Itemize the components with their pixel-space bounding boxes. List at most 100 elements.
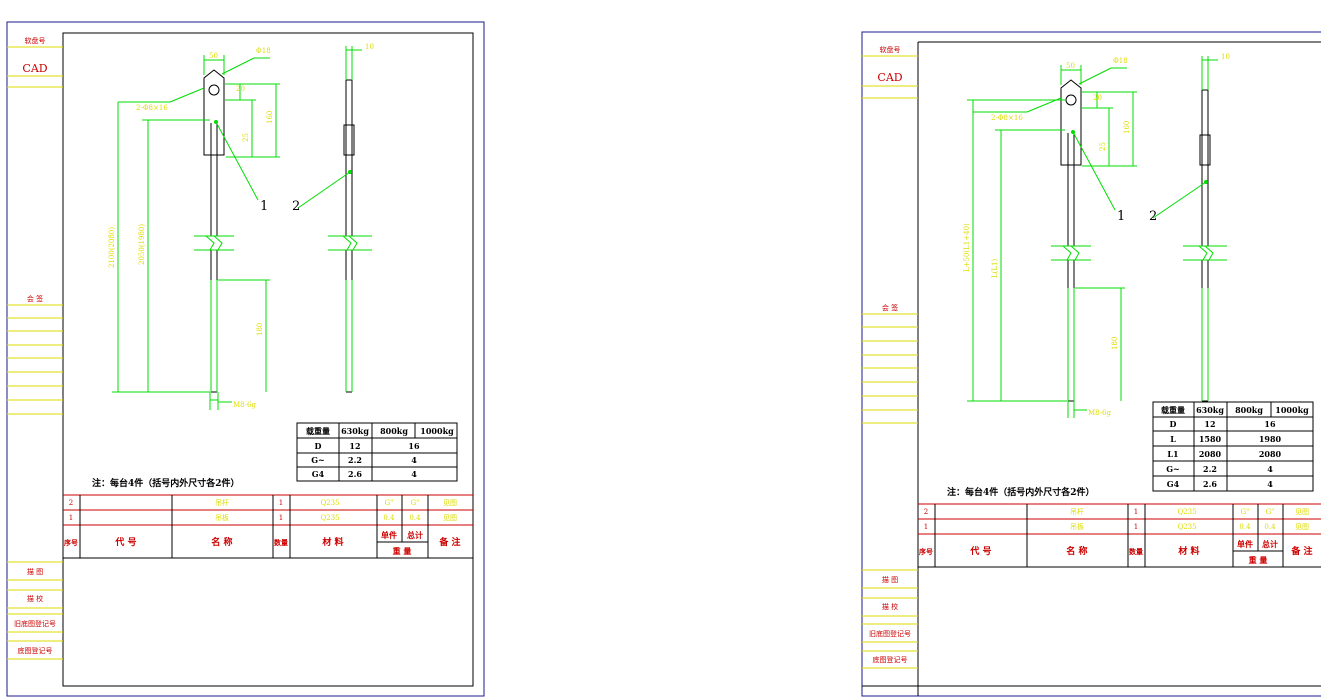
spec-cell: L [1170, 434, 1176, 444]
spec-cell: 4 [1267, 464, 1273, 474]
header-qty: 数量 [274, 538, 288, 547]
dim-20: 20 [236, 85, 245, 93]
part-2-rod [1199, 89, 1211, 402]
callout-1: 1 [260, 199, 268, 214]
spec-cell: 4 [1267, 479, 1273, 489]
callout-2: 2 [1149, 209, 1157, 224]
spec-header-630: 630kg [1196, 405, 1224, 415]
spec-cell: G4 [1167, 479, 1180, 489]
part-row-2-qty: 1 [279, 499, 283, 507]
drawing-sheet-right: 软盘号 CAD 会 签 描 图 描 校 旧底图登记号 底图登记号 [855, 0, 1321, 700]
part-row-2-name: 吊杆 [215, 498, 229, 507]
cad-label: CAD [877, 71, 902, 84]
header-material: 材 料 [1177, 545, 1199, 557]
part-row-2-unit: G" [1241, 508, 1250, 516]
spec-header-load: 载重量 [1161, 405, 1185, 415]
break-symbol-2 [328, 235, 372, 251]
drawn-label: 描 图 [882, 575, 898, 584]
spec-cell: 1580 [1199, 434, 1222, 444]
dim-slot: 2-Φ8×16 [991, 114, 1023, 122]
header-qty: 数量 [1129, 547, 1143, 556]
spec-cell: 12 [349, 441, 360, 451]
part-row-1-remark: 见图 [443, 514, 457, 522]
part-1-hanger [203, 69, 225, 393]
dim-hole-diameter: Φ18 [256, 47, 271, 55]
spec-header-1000: 1000kg [1275, 405, 1309, 415]
spec-cell: G4 [312, 469, 325, 479]
part-row-2-unit: G" [385, 499, 394, 507]
dim-rod-length: L(L1) [991, 259, 999, 278]
dim-25: 25 [242, 133, 250, 142]
break-symbol-1 [1051, 245, 1091, 261]
header-seq: 序号 [63, 538, 78, 547]
dimension-lines [967, 56, 1218, 418]
parts-list [918, 503, 1321, 568]
spec-header-630: 630kg [341, 426, 369, 436]
part-row-2-seq: 2 [69, 499, 73, 507]
part-row-1-total: 0.4 [1264, 523, 1276, 531]
side-strip [7, 46, 63, 660]
note-text: 注：每台4件（括号内外尺寸各2件） [92, 477, 240, 489]
header-total: 总计 [407, 530, 423, 540]
part-row-1-name: 吊板 [1070, 522, 1084, 531]
header-name: 名 称 [1066, 545, 1087, 557]
spec-cell: L1 [1167, 449, 1178, 459]
dim-top-10: 10 [1221, 53, 1230, 61]
header-weight: 重 量 [1249, 555, 1268, 565]
spec-table [1152, 401, 1314, 492]
header-unit: 单件 [381, 530, 397, 540]
part-row-1-unit: 0.4 [383, 514, 395, 522]
spec-cell: 16 [408, 441, 420, 451]
callout-2: 2 [292, 199, 300, 214]
header-name: 名 称 [211, 536, 232, 548]
spec-cell: 2.6 [1203, 479, 1217, 489]
dim-overall-length: L+50(L1+40) [963, 223, 971, 272]
header-total: 总计 [1262, 539, 1278, 549]
spec-cell: 4 [411, 469, 417, 479]
drawn-label: 描 图 [27, 567, 43, 576]
dim-rod-length: 2050(1980) [138, 224, 146, 265]
part-row-1-name: 吊板 [215, 513, 229, 522]
side-strip [862, 55, 918, 669]
part-row-2-seq: 2 [924, 508, 928, 516]
dim-top-10: 10 [365, 43, 374, 51]
callout-1: 1 [1117, 209, 1125, 224]
countersign-label: 会 签 [882, 303, 898, 312]
header-unit: 单件 [1237, 539, 1253, 549]
part-row-2-total: G" [411, 499, 420, 507]
part-row-1-qty: 1 [1134, 523, 1138, 531]
outer-frame [6, 21, 485, 697]
spec-cell: 16 [1264, 419, 1276, 429]
part-row-2-total: G" [1266, 508, 1275, 516]
header-remark: 备 注 [438, 536, 460, 548]
spec-header-800: 800kg [1235, 405, 1263, 415]
cad-label: CAD [22, 62, 47, 75]
spec-cell: 2080 [1259, 449, 1282, 459]
dim-160: 160 [1123, 121, 1131, 134]
spec-cell: G~ [311, 455, 325, 465]
header-weight: 重 量 [393, 546, 412, 556]
spec-cell: 2080 [1199, 449, 1222, 459]
dim-slot: 2-Φ8×16 [136, 104, 168, 112]
spec-cell: D [315, 441, 322, 451]
part-row-1-qty: 1 [279, 514, 283, 522]
header-code: 代 号 [114, 536, 136, 548]
part-row-1-seq: 1 [924, 523, 928, 531]
file-no-label: 软盘号 [880, 45, 901, 54]
break-symbol-2 [1183, 245, 1227, 261]
countersign-label: 会 签 [27, 294, 43, 303]
parts-list [63, 494, 473, 559]
inner-frame [62, 32, 474, 687]
part-row-2-remark: 见图 [443, 499, 457, 507]
header-material: 材 料 [321, 536, 343, 548]
spec-cell: 2.2 [348, 455, 362, 465]
part-row-1-unit: 0.4 [1239, 523, 1251, 531]
dim-thread: M8-6g [233, 401, 256, 409]
part-row-2-remark: 见图 [1295, 508, 1309, 516]
drawing-sheet-left: 软盘号 CAD 会 签 描 图 描 校 旧底图登记号 底图登记号 [0, 0, 490, 700]
spec-table [296, 422, 458, 482]
spec-cell: 1980 [1259, 434, 1282, 444]
base-register-label: 底图登记号 [18, 646, 53, 655]
spec-cell: 12 [1204, 419, 1215, 429]
header-remark: 备 注 [1290, 545, 1312, 557]
